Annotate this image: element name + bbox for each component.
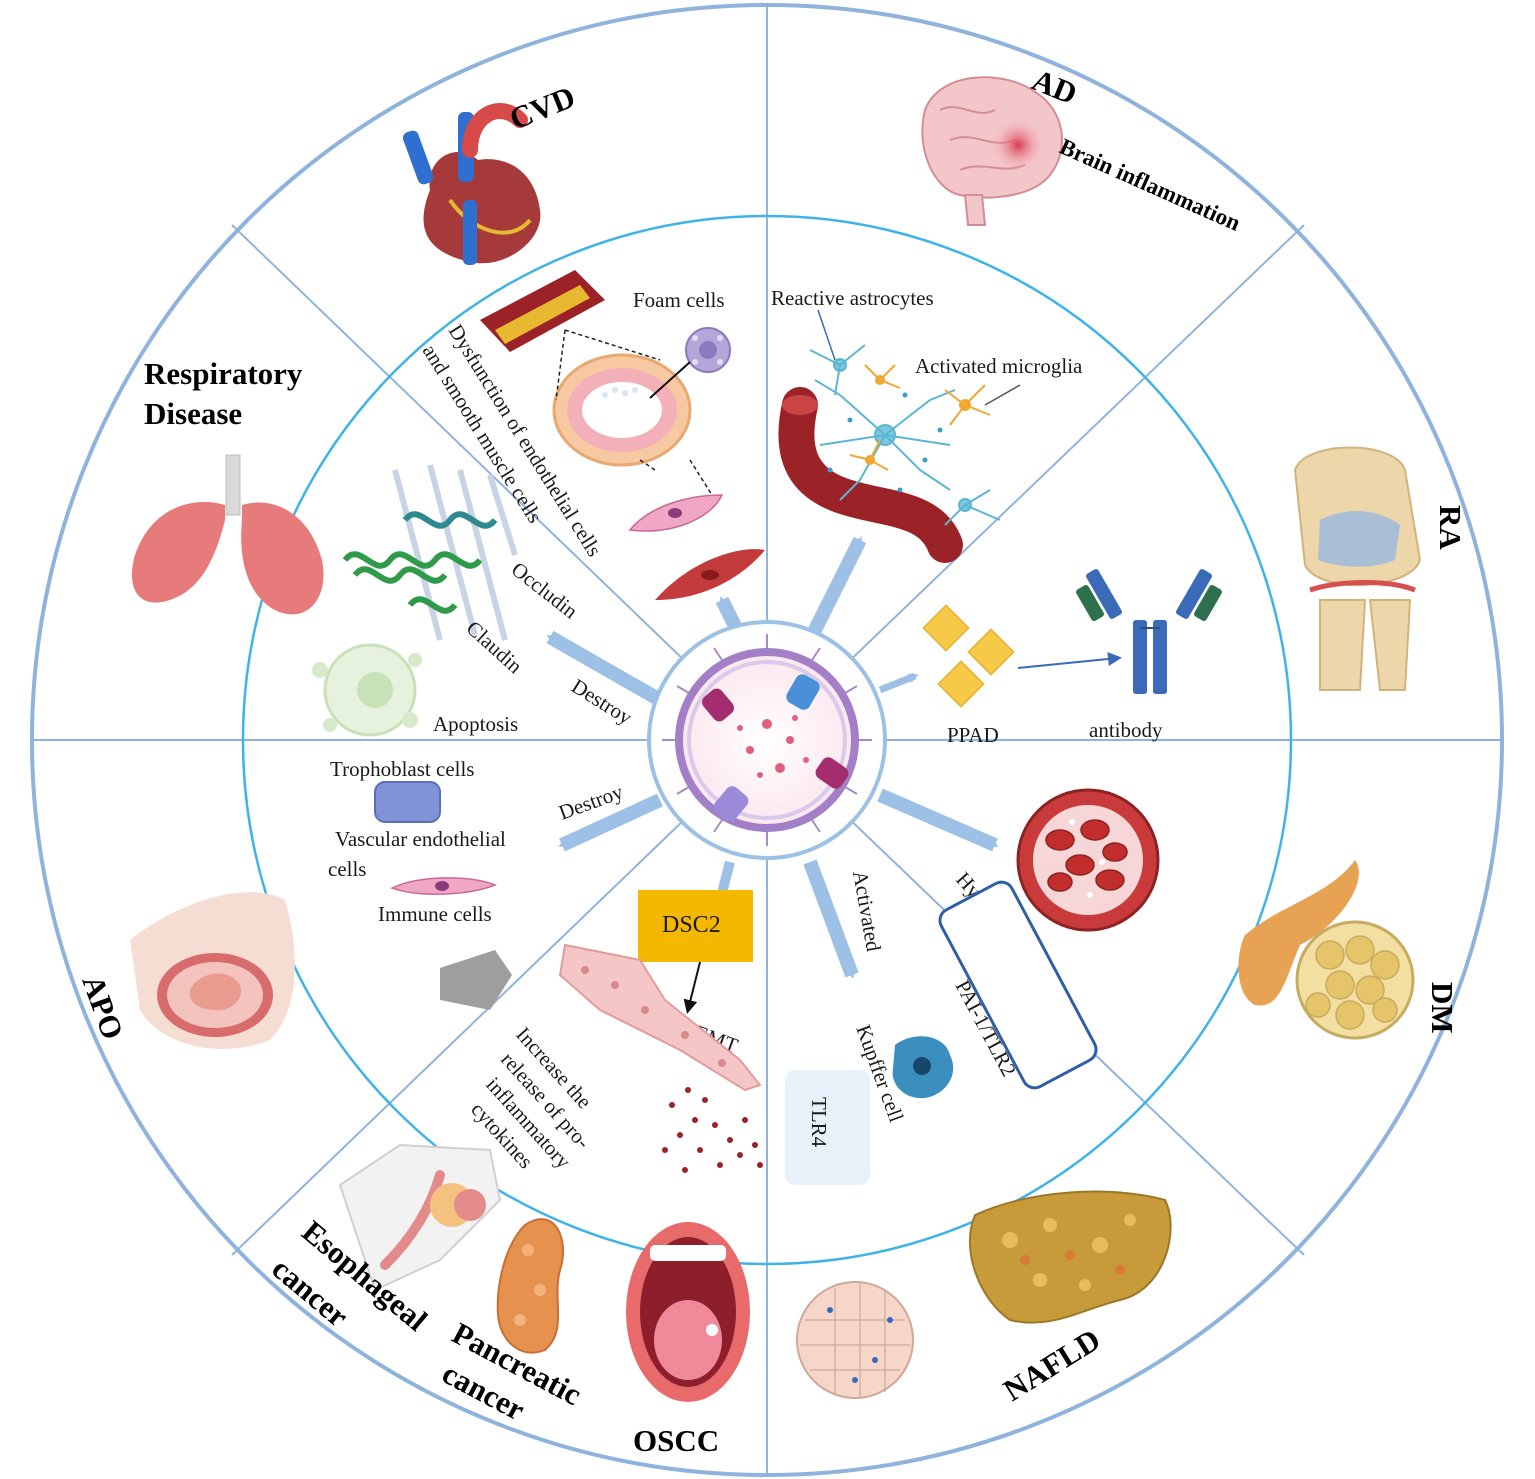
dsc2-emt-arrow xyxy=(683,961,701,1014)
pregnancy-icon xyxy=(130,892,295,1049)
artery-plaque-icon xyxy=(480,270,605,352)
knee-joint-icon xyxy=(1293,446,1422,691)
trophoblast-cell-icon xyxy=(374,781,441,823)
epithelial-cells-icon xyxy=(558,943,762,1092)
liver-icon xyxy=(968,1190,1172,1324)
reactive-astrocytes-label: Reactive astrocytes xyxy=(771,286,934,310)
trophoblast-label: Trophoblast cells xyxy=(330,757,474,781)
tlr4-box: TLR4 xyxy=(785,1070,870,1185)
heart-icon xyxy=(402,103,541,265)
vessel-cross-section-icon xyxy=(552,353,692,467)
smooth-muscle-cell-icon xyxy=(655,549,765,600)
immune-cells-label: Immune cells xyxy=(378,902,492,926)
ra-label: RA xyxy=(1433,505,1468,550)
microglia-icon xyxy=(849,364,991,471)
respiratory-label-line2: Disease xyxy=(144,396,242,431)
ppad-icon xyxy=(922,604,1015,708)
pancreas-icon xyxy=(496,1218,565,1354)
vascular-cell-icon xyxy=(390,877,498,895)
tight-junction-icon xyxy=(342,464,518,641)
apoptosis-label: Apoptosis xyxy=(433,712,518,736)
activated-microglia-label: Activated microglia xyxy=(915,354,1083,378)
antibody-label: antibody xyxy=(1089,718,1163,742)
foam-cell-icon xyxy=(685,327,731,373)
esophagus-icon xyxy=(338,1143,502,1292)
inner-ring xyxy=(241,214,1293,1266)
hepatocyte-cluster-icon xyxy=(796,1281,914,1399)
extracellular-vesicle-icon xyxy=(647,620,887,860)
blood-cells-icon xyxy=(1016,788,1160,932)
astrocyte-pointer xyxy=(817,309,836,361)
blood-vessel-icon xyxy=(778,387,963,563)
ppad-label: PPAD xyxy=(947,723,999,747)
dsc2-box xyxy=(638,890,753,962)
dm-label: DM xyxy=(1425,982,1460,1034)
lungs-icon xyxy=(131,454,324,615)
tlr4-label: TLR4 xyxy=(807,1097,831,1148)
pancreas-islet-icon xyxy=(1238,860,1415,1040)
kupffer-cell-icon xyxy=(892,1036,954,1099)
endothelial-cell-icon xyxy=(628,494,724,532)
vascular-label-line1: Vascular endothelial xyxy=(335,827,506,851)
brain-icon xyxy=(921,76,1063,226)
apoptosis-icon xyxy=(312,643,422,737)
microglia-pointer xyxy=(984,384,1021,406)
cytokines-icon xyxy=(662,1087,763,1173)
radial-arrows xyxy=(546,536,999,979)
open-mouth-icon xyxy=(626,1222,750,1402)
oscc-label: OSCC xyxy=(633,1423,719,1458)
foam-cells-label: Foam cells xyxy=(633,288,725,312)
cell-fragment-icon xyxy=(440,950,512,1010)
ppad-antibody-arrow xyxy=(1017,652,1122,669)
antibody-icon xyxy=(1076,569,1222,694)
dsc2-label: DSC2 xyxy=(662,912,721,938)
vascular-label-line2: cells xyxy=(328,857,366,881)
respiratory-label-line1: Respiratory xyxy=(144,356,303,391)
